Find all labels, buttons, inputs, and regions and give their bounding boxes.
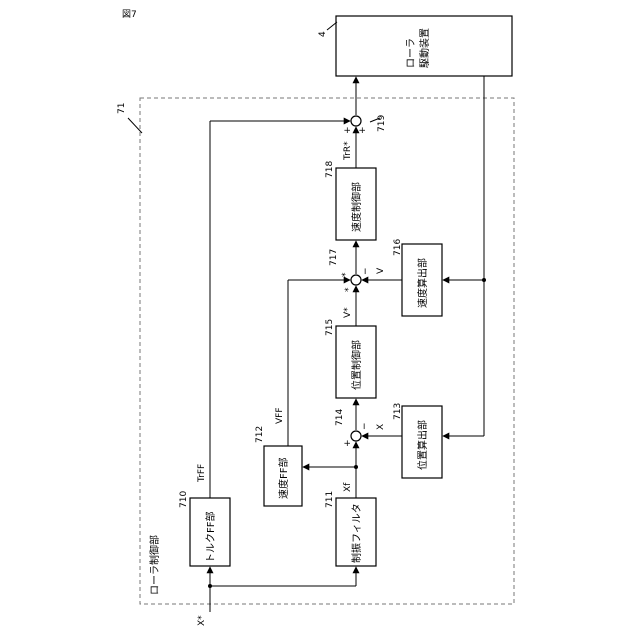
sum-719-sign-a: + [343,126,353,134]
signal-trff: TrFF [197,464,207,483]
speed-ff-label: 速度FF部 [277,457,290,499]
speed-control-label: 速度制御部 [350,182,363,232]
signal-vff: VFF [275,407,285,424]
vibration-filter-ref: 711 [325,491,335,508]
sum-714-sign-ref: + [343,439,353,447]
device-line1: ローラ [405,38,417,68]
signal-vstar: V* [343,307,353,318]
sum-junction-717 [351,275,361,285]
signal-trstar: TrR* [343,141,353,161]
signal-input: X* [197,615,207,626]
sum-717-sign-ref: * [344,287,354,292]
position-calc-label: 位置算出部 [416,420,429,470]
sum-714-ref: 714 [335,409,345,426]
signal-v: V [376,267,386,274]
position-control-ref: 715 [325,319,335,336]
signal-x: X [376,424,386,430]
figure-label: 図7 [122,9,137,20]
sum-714-sign-fb: − [360,422,370,430]
sum-junction-719 [351,116,361,126]
frame-ref: 71 [117,103,127,114]
sum-717-sign-fb: − [361,267,371,275]
position-calc-ref: 713 [393,403,403,420]
speed-control-ref: 718 [325,161,335,178]
sum-719-ref: 719 [377,115,387,132]
position-control-label: 位置制御部 [350,340,363,390]
torque-ff-label: トルクFF部 [204,511,217,563]
speed-ff-ref: 712 [255,426,265,443]
sum-719-sign-b: + [358,126,368,134]
vibration-filter-label: 制振フィルタ [350,503,363,563]
device-ref: 4 [318,31,328,37]
device-line2: 駆動装置 [418,28,431,68]
sum-717-sign-ff: * [341,272,351,277]
speed-calc-label: 速度算出部 [416,258,429,308]
signal-xf: Xf [343,482,353,492]
sum-717-ref: 717 [329,249,339,266]
speed-calc-ref: 716 [393,239,403,256]
frame-title: ローラ制御部 [148,535,161,595]
torque-ff-ref: 710 [179,491,189,508]
